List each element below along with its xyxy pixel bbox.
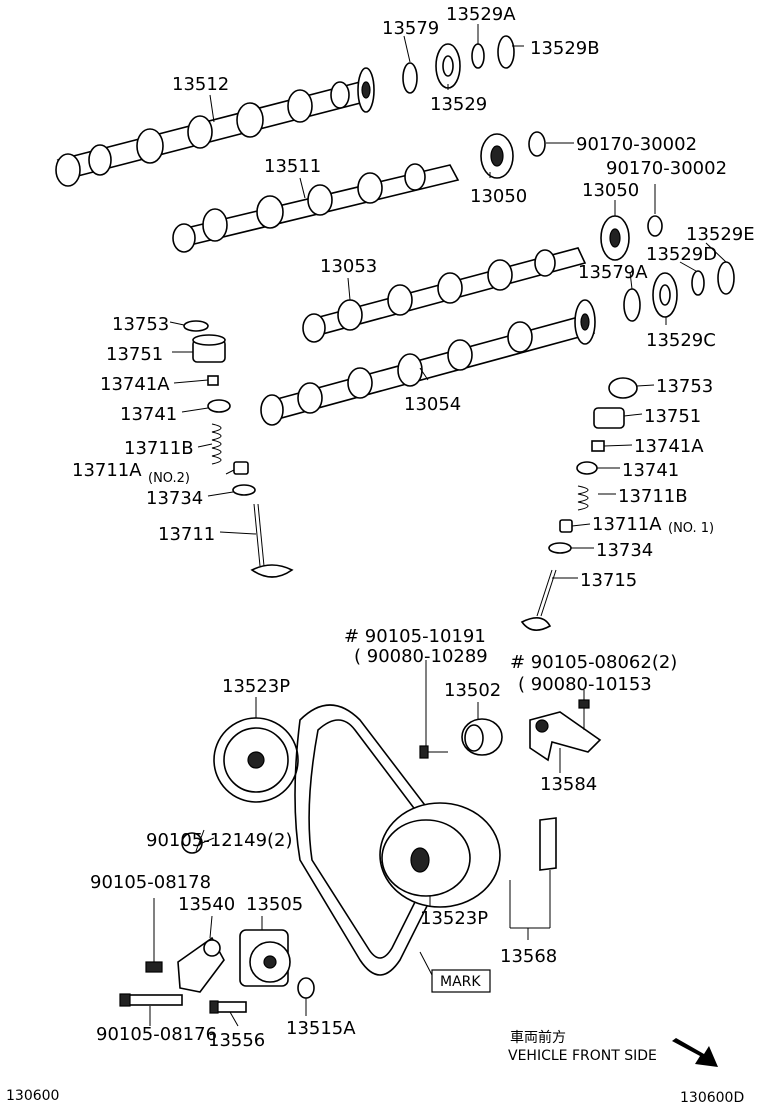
camshaft-13511	[172, 163, 460, 253]
label-13579A: 13579A	[578, 262, 648, 283]
label-90170-30002-upper: 90170-30002	[576, 134, 697, 155]
mark-box	[431, 969, 491, 993]
label-no1: (NO. 1)	[668, 521, 714, 536]
label-13050-upper: 13050	[470, 186, 527, 207]
label-90080-10153: ( 90080-10153	[518, 674, 652, 695]
label-13751-right: 13751	[644, 406, 701, 427]
label-no2: (NO.2)	[148, 471, 190, 486]
label-13505: 13505	[246, 894, 303, 915]
label-13053: 13053	[320, 256, 377, 277]
diagram-code-left: 130600	[6, 1088, 59, 1104]
label-13741A-right: 13741A	[634, 436, 704, 457]
label-13751-left: 13751	[106, 344, 163, 365]
gear-13050-upper	[480, 133, 514, 179]
label-13715: 13715	[580, 570, 637, 591]
washer-13529A	[471, 43, 485, 69]
label-13711A-left: 13711A	[72, 460, 142, 481]
label-13711: 13711	[158, 524, 215, 545]
pulley-13523P-lower	[379, 802, 501, 908]
label-13502: 13502	[444, 680, 501, 701]
label-13529E: 13529E	[686, 224, 755, 245]
label-13511: 13511	[264, 156, 321, 177]
camshaft-13054	[260, 299, 596, 426]
front-side-english: VEHICLE FRONT SIDE	[508, 1048, 657, 1064]
label-90080-10289: ( 90080-10289	[354, 646, 488, 667]
label-mark: MARK	[440, 974, 481, 990]
label-13579: 13579	[382, 18, 439, 39]
label-90105-08062: # 90105-08062(2)	[510, 652, 677, 673]
label-90105-08178: 90105-08178	[90, 872, 211, 893]
front-side-japanese: 車両前方	[510, 1029, 566, 1046]
label-13568: 13568	[500, 946, 557, 967]
plug-90170-lower	[647, 215, 663, 237]
washer-13529D	[691, 270, 705, 296]
label-13523P-lower: 13523P	[420, 908, 488, 929]
label-13556: 13556	[208, 1030, 265, 1051]
label-13734-left: 13734	[146, 488, 203, 509]
leader-lines	[149, 24, 727, 1027]
spring-bracket-13540	[177, 936, 225, 993]
label-13529C: 13529C	[646, 330, 716, 351]
label-13584: 13584	[540, 774, 597, 795]
label-13529D: 13529D	[646, 244, 717, 265]
label-13734-right: 13734	[596, 540, 653, 561]
bolt-90105-08176	[119, 993, 183, 1007]
label-13540: 13540	[178, 894, 235, 915]
label-13741-right: 13741	[622, 460, 679, 481]
label-13711B-left: 13711B	[124, 438, 194, 459]
arrow-down-right-icon	[672, 1038, 718, 1067]
gear-13529	[435, 43, 461, 89]
label-13529: 13529	[430, 94, 487, 115]
label-13523P-upper: 13523P	[222, 676, 290, 697]
label-13753-left: 13753	[112, 314, 169, 335]
pin-13556	[209, 1000, 247, 1014]
snap-ring-13529E	[717, 261, 735, 295]
bracket-13584	[529, 699, 602, 762]
label-13711A-right: 13711A	[592, 514, 662, 535]
label-13529A: 13529A	[446, 4, 516, 25]
snap-ring-13529B	[497, 35, 515, 69]
belt-guide-13568	[539, 817, 557, 871]
diagram-code-right: 130600D	[680, 1090, 744, 1106]
pulley-13523P-upper	[213, 717, 299, 803]
plug-90170-upper	[528, 131, 546, 157]
gear-13529C	[652, 272, 678, 318]
label-13753-right: 13753	[656, 376, 713, 397]
valve-stack-right	[520, 377, 638, 631]
bolt-90105-08178	[145, 898, 163, 973]
bolt-90105-10191	[419, 745, 448, 759]
label-13741A-left: 13741A	[100, 374, 170, 395]
camshaft-13053	[302, 247, 587, 343]
label-13050-lower: 13050	[582, 180, 639, 201]
washer-13515A	[297, 977, 315, 999]
label-90105-08176: 90105-08176	[96, 1024, 217, 1045]
label-90105-10191: # 90105-10191	[344, 626, 486, 647]
idler-13502	[461, 718, 503, 756]
gear-13050-lower	[600, 215, 630, 261]
valve-stack-left	[183, 320, 294, 578]
timing-belt-13568	[294, 704, 454, 976]
label-90170-30002-lower: 90170-30002	[606, 158, 727, 179]
snap-ring-13579A	[623, 288, 641, 322]
snap-ring-13579	[402, 62, 418, 94]
label-13515A: 13515A	[286, 1018, 356, 1039]
camshaft-13512	[55, 67, 375, 187]
label-90105-12149: 90105-12149(2)	[146, 830, 293, 851]
label-13711B-right: 13711B	[618, 486, 688, 507]
label-13529B: 13529B	[530, 38, 600, 59]
tensioner-13505	[239, 929, 291, 987]
label-13741-left: 13741	[120, 404, 177, 425]
part-labels: 13579 13529A 13529B 13512 13529 90170-30…	[6, 4, 755, 1106]
label-13054: 13054	[404, 394, 461, 415]
label-13512: 13512	[172, 74, 229, 95]
